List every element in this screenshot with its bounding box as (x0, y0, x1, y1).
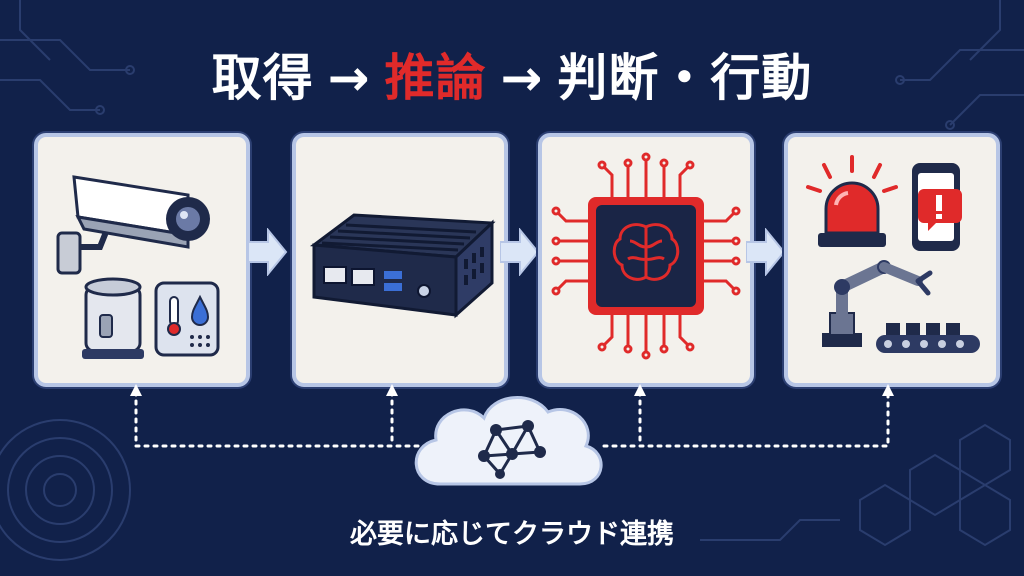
edge-computer-illustration (309, 213, 496, 319)
flow-arrow-3 (746, 228, 786, 276)
action-illustration (806, 155, 980, 353)
title-arrow-1: → (327, 49, 371, 107)
smartphone-alert-icon (912, 163, 962, 251)
title-step-acquire: 取得 (211, 49, 314, 107)
panel-action (784, 133, 1000, 387)
title-arrow-2: → (500, 49, 544, 107)
title-step-inference: 推論 (384, 49, 487, 107)
sensor-cylinder-icon (82, 277, 144, 359)
panel-acquire (34, 133, 250, 387)
edge-computer-icon (309, 213, 496, 319)
alarm-light-icon (806, 155, 898, 247)
panel-inference (538, 133, 754, 387)
title-step-decide-act: 判断・行動 (557, 49, 813, 107)
cloud-network-icon (414, 396, 603, 486)
sensors-illustration (56, 175, 220, 359)
page-title: 取得→推論→判断・行動 (0, 38, 1024, 110)
cloud-caption: 必要に応じてクラウド連携 (350, 519, 674, 550)
conveyor-belt-icon (876, 323, 980, 353)
flow-arrow-2 (500, 228, 540, 276)
panel-edge-device (292, 133, 508, 387)
flow-arrow-1 (248, 228, 288, 276)
thermometer-humidity-sensor-icon (154, 281, 220, 357)
ai-chip-brain-icon (551, 152, 741, 360)
robot-arm-icon (822, 260, 933, 347)
security-camera-icon (56, 175, 210, 275)
ai-chip-illustration (551, 152, 741, 360)
